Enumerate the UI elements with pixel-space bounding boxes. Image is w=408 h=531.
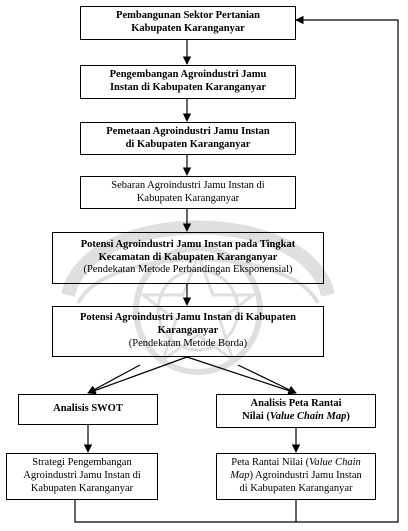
box-pembangunan-sektor: Pembangunan Sektor Pertanian Kabupaten K… xyxy=(80,6,296,40)
b9-line1: Strategi Pengembangan xyxy=(32,457,132,469)
feedback-loop xyxy=(74,500,297,523)
b4-line1: Sebaran Agroindustri Jamu Instan di xyxy=(111,179,265,191)
arrow-cross-b7 xyxy=(87,364,141,394)
b8-line2-italic: Value Chain Map xyxy=(269,411,347,422)
box-pengembangan-agroindustri: Pengembangan Agroindustri Jamu Instan di… xyxy=(80,65,296,99)
b10-line2: Map) Agroindustri Jamu Instan xyxy=(230,470,362,483)
b2-line2: Instan di Kabupaten Karanganyar xyxy=(109,82,267,93)
b8-line2-post: ) xyxy=(346,411,350,422)
b10-line1: Peta Rantai Nilai (Value Chain xyxy=(231,457,360,470)
b10-line2-italic: Map xyxy=(230,470,250,482)
b3-line2: di Kabupaten Karanganyar xyxy=(125,138,251,150)
b1-line2: Kabupaten Karanganyar xyxy=(131,23,245,34)
b6-method: (Pendekatan Metode Borda) xyxy=(128,337,248,349)
box-strategi-pengembangan: Strategi Pengembangan Agroindustri Jamu … xyxy=(6,453,158,500)
b10-line1-pre: Peta Rantai Nilai ( xyxy=(231,457,310,469)
b9-line3: Kabupaten Karanganyar xyxy=(30,482,134,494)
b10-line2-post: ) Agroindustri Jamu Instan xyxy=(249,470,362,482)
arrow-b6-b8 xyxy=(186,356,297,395)
box-peta-rantai-nilai: Peta Rantai Nilai (Value Chain Map) Agro… xyxy=(216,453,376,500)
b5-method: (Pendekatan Metode Perbandingan Eksponen… xyxy=(83,264,293,276)
b8-line2-pre: Nilai ( xyxy=(242,411,270,422)
b4-line2: Kabupaten Karanganyar xyxy=(136,192,240,204)
b1-line1: Pembangunan Sektor Pertanian xyxy=(116,10,260,22)
arrow-cross-b8 xyxy=(237,364,297,394)
box-sebaran-agroindustri: Sebaran Agroindustri Jamu Instan di Kabu… xyxy=(80,176,296,209)
box-analisis-swot: Analisis SWOT xyxy=(18,394,158,425)
b7-line1: Analisis SWOT xyxy=(53,403,123,415)
b10-line3: di Kabupaten Karanganyar xyxy=(239,482,353,494)
b8-line1: Analisis Peta Rantai xyxy=(250,398,342,410)
b2-line1: Pengembangan Agroindustri Jamu xyxy=(109,69,267,81)
b5-line1: Potensi Agroindustri Jamu Instan pada Ti… xyxy=(80,238,296,250)
b6-line1: Potensi Agroindustri Jamu Instan di Kabu… xyxy=(80,312,296,324)
b3-line1: Pemetaan Agroindustri Jamu Instan xyxy=(106,125,270,137)
box-pemetaan-agroindustri: Pemetaan Agroindustri Jamu Instan di Kab… xyxy=(80,122,296,155)
box-analisis-peta-rantai: Analisis Peta Rantai Nilai (Value Chain … xyxy=(216,394,376,428)
b5-line2: Kecamatan di Kabupaten Karanganyar xyxy=(98,251,278,263)
b6-line2: Karanganyar xyxy=(157,325,219,337)
b9-line2: Agroindustri Jamu Instan di xyxy=(23,470,141,482)
arrow-b6-b7 xyxy=(87,356,188,395)
feedback-return xyxy=(295,15,399,523)
b8-line2: Nilai (Value Chain Map) xyxy=(242,411,350,424)
b10-line1-italic: Value Chain xyxy=(309,457,361,469)
box-potensi-kabupaten: Potensi Agroindustri Jamu Instan di Kabu… xyxy=(52,306,324,357)
box-potensi-kecamatan: Potensi Agroindustri Jamu Instan pada Ti… xyxy=(52,232,324,284)
